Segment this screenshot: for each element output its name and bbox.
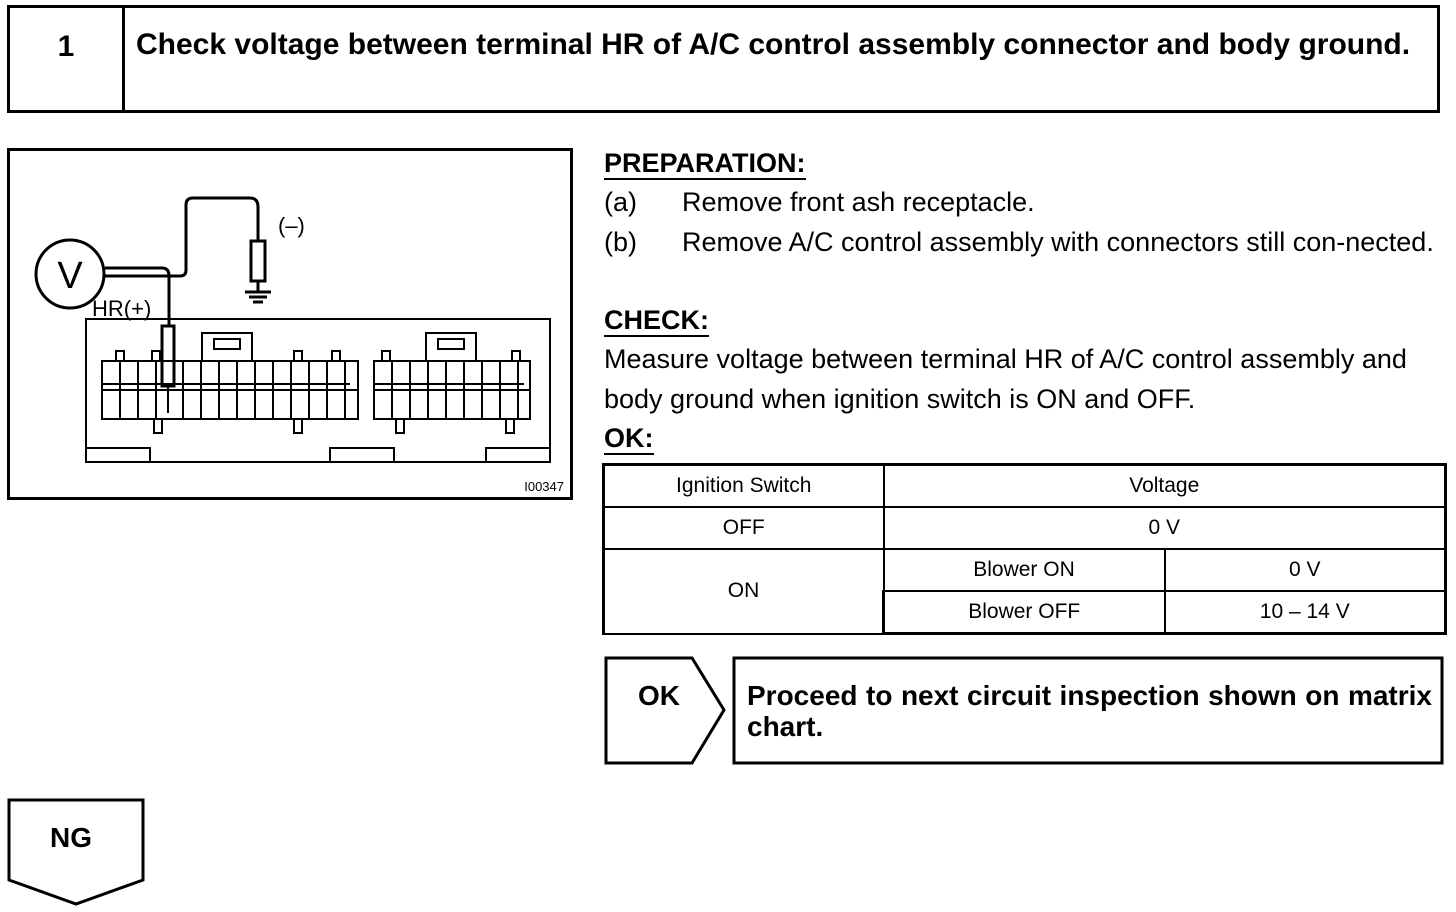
check-text: Measure voltage between terminal HR of A… <box>604 344 1407 414</box>
ok-result-box <box>732 656 1444 765</box>
ok-section: OK: <box>604 423 654 455</box>
cell-voltage-blower-off: 10 – 14 V <box>1163 590 1448 635</box>
prep-step-b-text: Remove A/C control assembly with connect… <box>682 227 1434 257</box>
cell-blower-off: Blower OFF <box>882 590 1166 635</box>
cell-switch-on: ON <box>602 548 885 635</box>
ok-label: OK <box>638 680 680 711</box>
check-heading: CHECK: <box>604 305 709 337</box>
ok-heading: OK: <box>604 423 654 455</box>
figure-id: I00347 <box>524 479 564 494</box>
cell-blower-on: Blower ON <box>882 548 1166 592</box>
table-row: Blower OFF 10 – 14 V <box>604 590 1448 635</box>
prep-step-b-label: (b) <box>604 227 637 257</box>
prep-step-a-label: (a) <box>604 187 637 217</box>
table-header-row: Ignition Switch Voltage <box>602 463 1448 508</box>
ok-arrow-shape <box>604 656 726 765</box>
preparation-section: PREPARATION: <box>604 148 806 180</box>
step-number: 1 <box>10 8 125 110</box>
cell-voltage-off: 0 V <box>882 506 1448 550</box>
table-row: ON Blower ON 0 V <box>602 548 1448 635</box>
ok-result-text: Proceed to next circuit inspection shown… <box>747 680 1432 742</box>
ok-result-frame <box>604 656 1444 765</box>
cell-switch-off: OFF <box>602 506 885 550</box>
table-row: OFF 0 V <box>602 506 1448 550</box>
meter-symbol: V <box>57 255 83 297</box>
header-voltage: Voltage <box>882 463 1448 508</box>
preparation-heading: PREPARATION: <box>604 148 806 180</box>
connector-diagram: V (–) HR(+) I00347 <box>7 148 573 500</box>
header-ignition-switch: Ignition Switch <box>602 463 885 508</box>
prep-step-a-text: Remove front ash receptacle. <box>682 187 1035 217</box>
positive-lead-label: HR(+) <box>92 296 151 321</box>
voltage-spec-table: Ignition Switch Voltage OFF 0 V ON Blowe… <box>602 463 1448 635</box>
step-header: 1 Check voltage between terminal HR of A… <box>7 5 1440 113</box>
cell-voltage-blower-on: 0 V <box>1163 548 1448 592</box>
ng-label: NG <box>50 822 92 853</box>
negative-lead-label: (–) <box>278 213 305 238</box>
step-title: Check voltage between terminal HR of A/C… <box>136 28 1411 61</box>
diagram-drawing: V (–) HR(+) I00347 <box>34 196 564 494</box>
check-section: CHECK: <box>604 305 709 337</box>
ng-arrow-shape <box>7 798 145 906</box>
